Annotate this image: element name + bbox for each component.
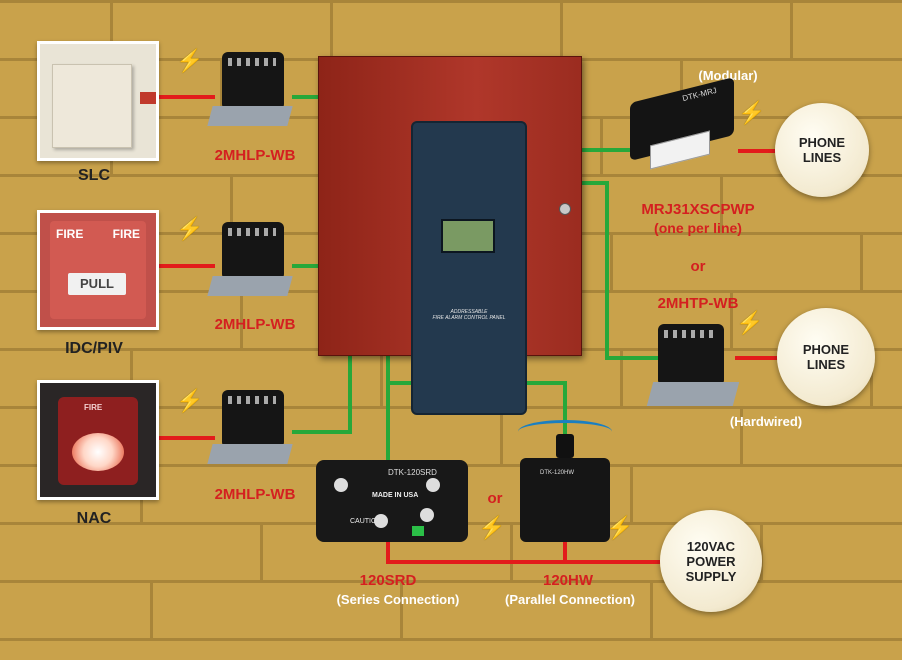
lightning-icon: ⚡ (738, 100, 766, 125)
phone-lines-bubble-modular: PHONE LINES (775, 103, 869, 197)
panel-text: ADDRESSABLE FIRE ALARM CONTROL PANEL (417, 309, 521, 321)
modular-tag: (Modular) (698, 68, 758, 83)
lightning-icon: ⚡ (736, 310, 764, 335)
srd-device: DTK-120SRD MADE IN USA CAUTION (316, 456, 468, 546)
strobe-fire-text: FIRE (84, 403, 103, 412)
power-red-wire (386, 540, 660, 564)
panel-text-line2: FIRE ALARM CONTROL PANEL (432, 315, 506, 321)
hw-model-label: 120HW (542, 572, 594, 589)
slc-protector-label: 2MHLP-WB (214, 147, 296, 164)
lightning-icon: ⚡ (176, 388, 204, 413)
panel-lcd-display (441, 219, 495, 253)
pull-fire-left: FIRE (56, 227, 84, 241)
power-supply-text: 120VAC POWER SUPPLY (685, 538, 737, 584)
mhtp-model-label: 2MHTP-WB (657, 295, 739, 312)
srd-made-label: MADE IN USA (372, 492, 419, 499)
idc-protector-device (207, 222, 293, 306)
mrj-model-label: MRJ31XSCPWP (641, 201, 755, 218)
smoke-detector-icon (52, 64, 132, 148)
idc-photo: FIRE FIRE PULL (37, 210, 159, 330)
slc-label: SLC (78, 167, 110, 184)
hw-list-label: DTK-120HW (540, 470, 575, 476)
phone-lines-text: PHONE LINES (802, 342, 850, 372)
pull-station-icon: FIRE FIRE PULL (50, 221, 146, 319)
mrj-note-label: (one per line) (654, 220, 742, 236)
pull-fire-right: FIRE (112, 227, 140, 241)
idc-label: IDC/PIV (65, 340, 123, 357)
nac-label: NAC (76, 510, 112, 527)
hardwired-green-wire (580, 181, 660, 360)
lightning-icon: ⚡ (478, 515, 506, 540)
nac-protector-device (207, 390, 293, 474)
srd-note-label: (Series Connection) (336, 592, 460, 607)
nac-green-wire (292, 354, 352, 434)
hardwired-tag: (Hardwired) (729, 414, 803, 429)
panel-door: ADDRESSABLE FIRE ALARM CONTROL PANEL (411, 121, 527, 415)
modular-protector-device: DTK-MRJ (622, 77, 740, 172)
lightning-icon: ⚡ (176, 216, 204, 241)
panel-lock-icon (559, 203, 571, 215)
horn-strobe-icon: FIRE (58, 397, 138, 485)
hw-device: DTK-120HW (510, 420, 620, 546)
power-or-label: or (487, 490, 503, 507)
pull-handle: PULL (68, 273, 126, 295)
slc-photo (37, 41, 159, 161)
power-supply-bubble: 120VAC POWER SUPPLY (660, 510, 762, 612)
lightning-icon: ⚡ (176, 48, 204, 73)
phone-lines-text: PHONE LINES (798, 135, 846, 165)
hw-note-label: (Parallel Connection) (504, 592, 636, 607)
hardwired-protector-device (646, 324, 740, 420)
fire-alarm-control-panel: ADDRESSABLE FIRE ALARM CONTROL PANEL (318, 56, 582, 415)
srd-caution-label: CAUTION (350, 518, 382, 525)
panel-text-line1: ADDRESSABLE (450, 309, 488, 315)
phone-lines-bubble-hardwired: PHONE LINES (777, 308, 875, 406)
modular-or-label: or (690, 258, 706, 275)
srd-model-label: 120SRD (359, 572, 417, 589)
nac-protector-label: 2MHLP-WB (214, 486, 296, 503)
srd-device-label: DTK-120SRD (388, 468, 437, 477)
slc-protector-device (207, 52, 293, 136)
lightning-icon: ⚡ (606, 515, 634, 540)
nac-photo: FIRE (37, 380, 159, 500)
idc-protector-label: 2MHLP-WB (214, 316, 296, 333)
